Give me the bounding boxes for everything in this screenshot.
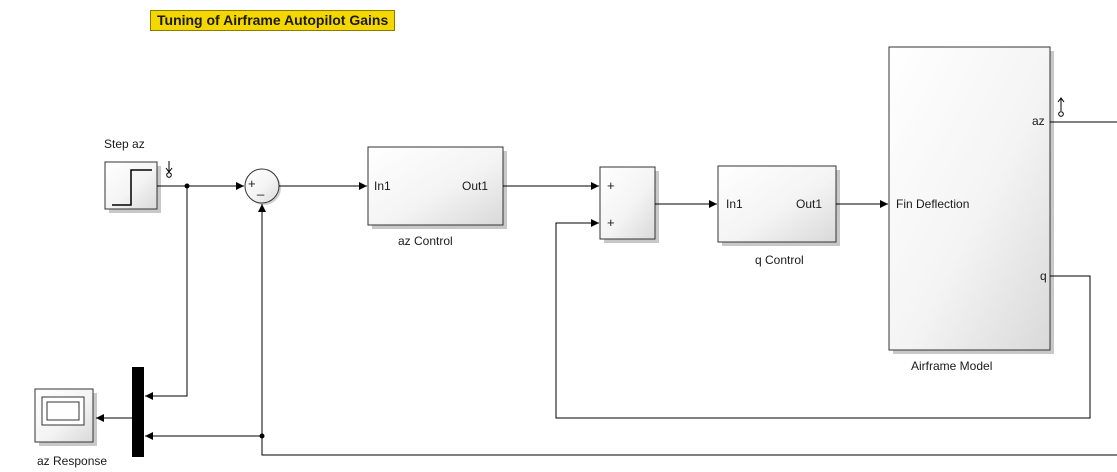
q-control-out-port: Out1 bbox=[796, 197, 823, 211]
signal-az-feedback[interactable] bbox=[262, 121, 1117, 456]
az-control-out-port: Out1 bbox=[462, 179, 489, 193]
mux-block[interactable] bbox=[132, 367, 144, 457]
model-annotation: Tuning of Airframe Autopilot Gains bbox=[150, 10, 396, 31]
signal-q-feedback[interactable] bbox=[555, 219, 1091, 419]
sum2-plus-bottom: + bbox=[607, 215, 615, 230]
signal-log-icon bbox=[1057, 97, 1065, 111]
q-control-block[interactable] bbox=[717, 165, 840, 246]
az-control-label: az Control bbox=[398, 234, 453, 248]
signal-step-to-mux[interactable] bbox=[145, 186, 188, 400]
sum2-plus-top: + bbox=[607, 178, 615, 193]
airframe-in-port: Fin Deflection bbox=[896, 197, 970, 211]
q-control-in-port: In1 bbox=[726, 197, 743, 211]
az-control-block[interactable] bbox=[367, 146, 507, 229]
az-control-in-port: In1 bbox=[374, 179, 391, 193]
sum-block-1[interactable] bbox=[244, 168, 281, 205]
sum-block-2[interactable] bbox=[599, 166, 659, 243]
sum1-minus-sign: _ bbox=[257, 181, 265, 196]
airframe-out-port-az: az bbox=[1032, 114, 1045, 128]
signal-log-icon bbox=[165, 161, 173, 173]
airframe-label: Airframe Model bbox=[911, 359, 993, 373]
airframe-out-port-q: q bbox=[1040, 269, 1047, 283]
step-block[interactable] bbox=[104, 161, 173, 213]
scope-icon bbox=[41, 396, 85, 426]
sum1-plus-sign: + bbox=[248, 176, 256, 191]
scope-label: az Response bbox=[37, 454, 108, 468]
step-icon bbox=[112, 169, 152, 206]
q-control-label: q Control bbox=[755, 253, 804, 267]
airframe-model-block[interactable] bbox=[888, 46, 1065, 354]
step-label: Step az bbox=[104, 137, 145, 151]
scope-block[interactable] bbox=[34, 388, 97, 446]
